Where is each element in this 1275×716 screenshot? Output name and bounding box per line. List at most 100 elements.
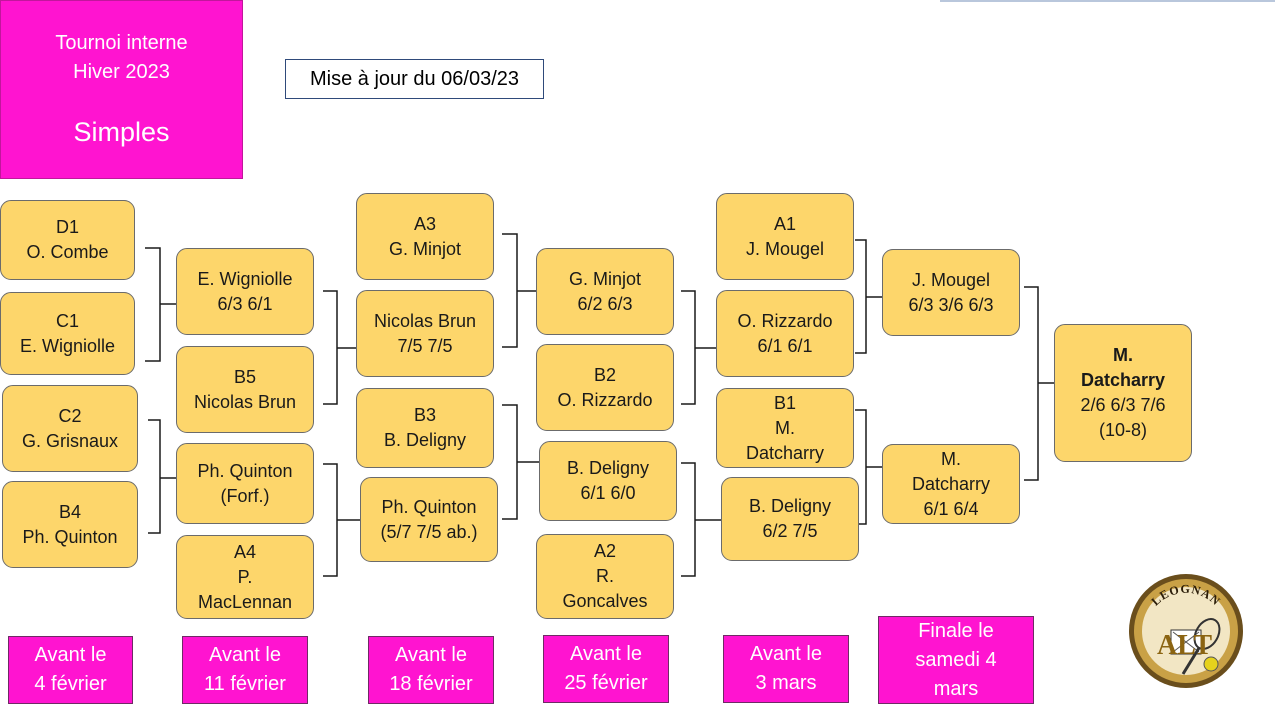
match-seed: D1: [55, 217, 79, 237]
bracket-connector: [502, 233, 536, 348]
bracket-connector: [1024, 286, 1054, 481]
title-category: Simples: [73, 117, 170, 147]
bracket-connector: [681, 462, 721, 577]
deadline-final: Finale le samedi 4 mars: [878, 616, 1034, 704]
match-box-r3-2: Nicolas Brun 7/5 7/5: [356, 290, 494, 377]
match-box-r5-4: B. Deligny 6/2 7/5: [721, 477, 859, 561]
deadline-text: Finale le: [918, 619, 994, 642]
deadline-text: mars: [933, 677, 979, 700]
match-box-r2-3: Ph. Quinton (Forf.): [176, 443, 314, 524]
match-seed: A1: [773, 213, 797, 234]
title-line-2: Hiver 2023: [73, 61, 170, 83]
match-box-r6-2: M. Datcharry 6/1 6/4: [882, 444, 1020, 524]
match-score: (Forf.): [220, 485, 270, 506]
player-name: J. Mougel: [911, 269, 991, 290]
player-name: B. Deligny: [383, 430, 467, 450]
player-name: P.: [237, 566, 253, 587]
deadline-text: Avant le: [570, 643, 642, 665]
logo-letters: ALT: [1157, 630, 1212, 661]
deadline-round-5: Avant le 3 mars: [723, 635, 849, 703]
match-seed: A3: [413, 213, 437, 234]
top-border-line: [940, 0, 1275, 2]
deadline-text: 25 février: [564, 672, 648, 694]
match-box-r1-2: C1 E. Wigniolle: [0, 292, 135, 375]
match-score: 2/6 6/3 7/6: [1080, 395, 1166, 415]
player-name: O. Rizzardo: [737, 310, 833, 331]
winner-name: Datcharry: [1080, 370, 1166, 390]
bracket-connector: [145, 247, 176, 362]
match-score: 6/3 3/6 6/3: [908, 294, 994, 315]
bracket-connector: [855, 239, 882, 354]
player-name: G. Grisnaux: [21, 430, 119, 451]
player-name: R.: [596, 566, 614, 586]
tournament-title-box: Tournoi interne Hiver 2023 Simples: [0, 0, 243, 179]
match-score: 6/1 6/4: [923, 498, 979, 519]
winner-name: M.: [1113, 345, 1133, 365]
player-name: Ph. Quinton: [381, 496, 477, 517]
club-logo-icon: LEOGNAN ALT: [1129, 574, 1243, 688]
bracket-connector: [323, 290, 356, 405]
player-name: G. Minjot: [568, 268, 642, 289]
player-name: Ph. Quinton: [197, 460, 293, 481]
bracket-connector: [323, 463, 360, 577]
match-box-r3-1: A3 G. Minjot: [356, 193, 494, 280]
title-line-1: Tournoi interne: [55, 32, 188, 54]
player-name: Nicolas Brun: [373, 310, 477, 331]
player-name: B. Deligny: [748, 496, 832, 516]
match-score: 6/1 6/1: [757, 335, 813, 356]
player-name: M.: [775, 417, 795, 438]
match-box-r3-3: B3 B. Deligny: [356, 388, 494, 468]
deadline-text: 4 février: [34, 673, 107, 695]
update-date-label: Mise à jour du 06/03/23: [285, 59, 544, 99]
match-seed: A4: [233, 541, 257, 562]
deadline-round-3: Avant le 18 février: [368, 636, 494, 704]
match-score: 6/1 6/0: [580, 483, 636, 503]
deadline-text: Avant le: [34, 644, 107, 666]
deadline-round-1: Avant le 4 février: [8, 636, 133, 704]
player-name: J. Mougel: [745, 238, 825, 259]
match-seed: C1: [55, 310, 79, 331]
bracket-connector: [681, 290, 716, 405]
deadline-text: 3 mars: [755, 672, 817, 694]
match-box-r3-4: Ph. Quinton (5/7 7/5 ab.): [360, 477, 498, 562]
player-name: Nicolas Brun: [193, 391, 297, 412]
match-seed: B1: [773, 392, 797, 413]
match-seed: C2: [58, 405, 82, 426]
player-name: B. Deligny: [566, 458, 650, 478]
match-score: (5/7 7/5 ab.): [380, 521, 478, 542]
deadline-text: 11 février: [204, 673, 286, 695]
match-box-r1-3: C2 G. Grisnaux: [2, 385, 138, 472]
match-box-r1-4: B4 Ph. Quinton: [2, 481, 138, 568]
match-score: (10-8): [1098, 420, 1147, 440]
match-box-r4-1: G. Minjot 6/2 6/3: [536, 248, 674, 335]
player-name: E. Wigniolle: [19, 335, 116, 356]
player-name: G. Minjot: [388, 238, 462, 259]
match-score: 6/2 7/5: [762, 521, 818, 541]
match-seed: B2: [593, 364, 617, 385]
match-seed: A2: [593, 541, 617, 561]
match-score: 6/3 6/1: [217, 293, 273, 314]
deadline-text: Avant le: [209, 644, 281, 666]
player-name: O. Combe: [26, 242, 109, 262]
match-box-r2-2: B5 Nicolas Brun: [176, 346, 314, 433]
player-name: Datcharry: [745, 442, 825, 463]
match-box-r1-1: D1 O. Combe: [0, 200, 135, 280]
deadline-text: 18 février: [389, 673, 473, 695]
player-name: MacLennan: [197, 591, 293, 612]
player-name: E. Wigniolle: [197, 268, 293, 289]
deadline-round-2: Avant le 11 février: [182, 636, 308, 704]
match-box-r4-3: B. Deligny 6/1 6/0: [539, 441, 677, 521]
bracket-connector: [855, 409, 882, 525]
player-name: O. Rizzardo: [557, 389, 653, 410]
deadline-round-4: Avant le 25 février: [543, 635, 669, 703]
player-name: Ph. Quinton: [22, 526, 118, 547]
match-box-r4-2: B2 O. Rizzardo: [536, 344, 674, 431]
match-score: 7/5 7/5: [397, 335, 453, 356]
player-name: Datcharry: [911, 473, 991, 494]
match-seed: B3: [413, 405, 437, 425]
match-score: 6/2 6/3: [577, 293, 633, 314]
match-box-r2-4: A4 P. MacLennan: [176, 535, 314, 619]
match-box-r4-4: A2 R. Goncalves: [536, 534, 674, 619]
match-box-r5-3: B1 M. Datcharry: [716, 388, 854, 468]
